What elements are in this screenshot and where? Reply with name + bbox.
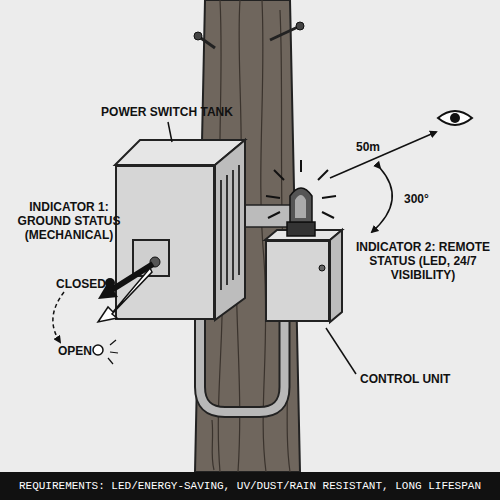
distance-label: 50m [356, 140, 396, 154]
state-label: CLOSED [56, 277, 106, 291]
open-dot [93, 345, 103, 355]
angle-label: 300° [404, 192, 444, 206]
eye-pupil [450, 113, 460, 123]
node-heading: POWER SWITCH TANK [87, 105, 247, 119]
leader-line [168, 122, 172, 142]
beacon-base [287, 222, 315, 236]
open-spark [108, 340, 118, 364]
bolt-head [194, 32, 202, 40]
pole-bolts [198, 26, 300, 48]
beacon-highlight [295, 195, 306, 218]
conduit-outline [200, 320, 285, 412]
caption: REQUIREMENTS: LED/ENERGY-SAVING, UV/DUST… [0, 479, 500, 493]
bolt-head [296, 22, 304, 30]
open-arrow [98, 268, 152, 322]
cooling-fins [221, 165, 239, 290]
indicator-label: INDICATOR 1: GROUND STATUS (MECHANICAL) [10, 200, 128, 242]
eye-icon [438, 111, 472, 125]
control-side-face [330, 230, 342, 322]
state-label: OPEN [50, 344, 92, 358]
conduit-fill [200, 320, 285, 412]
cable-conduit [200, 320, 285, 412]
closed-dot [105, 278, 115, 288]
node-heading: CONTROL UNIT [360, 372, 470, 386]
led-beacon [290, 188, 312, 222]
switch-motion-arrow [53, 292, 64, 342]
door-knob [319, 265, 325, 271]
closed-arrow [98, 264, 153, 299]
leader-line [326, 328, 356, 374]
angle-arc [372, 168, 392, 232]
indicator-label: INDICATOR 2: REMOTE STATUS (LED, 24/7 VI… [348, 240, 498, 282]
control-unit: CONTROL UNIT [265, 240, 330, 322]
tank-side-face [215, 140, 245, 320]
